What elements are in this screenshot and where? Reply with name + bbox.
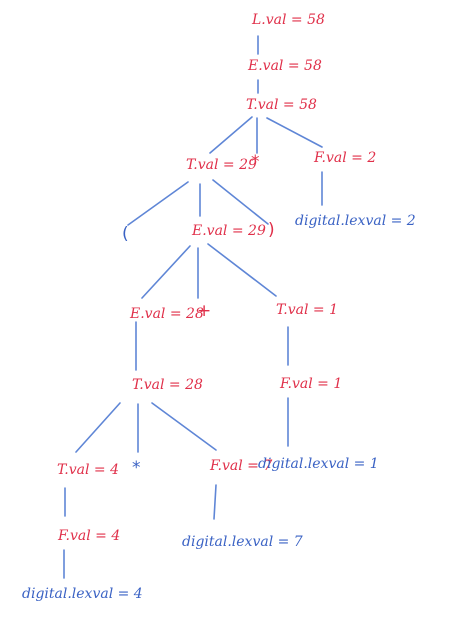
node-t-1: T.val = 58	[246, 97, 317, 113]
node-l-root: L.val = 58	[252, 12, 325, 28]
node-t-2: T.val = 29	[186, 157, 257, 173]
node-t-4: T.val = 28	[132, 377, 203, 393]
node-e-3: E.val = 28	[130, 306, 204, 322]
node-t-3: T.val = 1	[276, 302, 339, 318]
edge-t1-f1	[266, 117, 323, 148]
node-digit-2: digital.lexval = 2	[295, 213, 416, 229]
edge-t4-t5	[75, 402, 121, 453]
node-e-2: E.val = 29	[192, 223, 266, 239]
node-rparen: )	[268, 220, 275, 240]
node-star-1: *	[251, 152, 260, 172]
node-plus: +	[197, 301, 212, 321]
edge-t4-f3	[151, 402, 217, 451]
node-digit-1: digital.lexval = 1	[258, 456, 379, 472]
node-digit-7: digital.lexval = 7	[182, 534, 303, 550]
node-lparen: (	[122, 224, 129, 244]
edge-t2-lparen	[127, 181, 189, 226]
node-f-4: F.val = 4	[58, 528, 121, 544]
node-digit-4: digital.lexval = 4	[22, 586, 143, 602]
node-f-2: F.val = 1	[280, 376, 343, 392]
node-star-2: *	[132, 458, 141, 478]
edge-e2-t3	[207, 243, 277, 297]
edge-t2-rparen	[212, 179, 269, 225]
node-f-1: F.val = 2	[314, 150, 377, 166]
edge-e2-e3	[141, 245, 191, 299]
node-f-3: F.val = 7	[210, 458, 273, 474]
edge-t1-t2	[209, 116, 253, 154]
node-t-5: T.val = 4	[57, 462, 120, 478]
node-e-1: E.val = 58	[248, 58, 322, 74]
edge-f3-digit7	[213, 484, 217, 520]
